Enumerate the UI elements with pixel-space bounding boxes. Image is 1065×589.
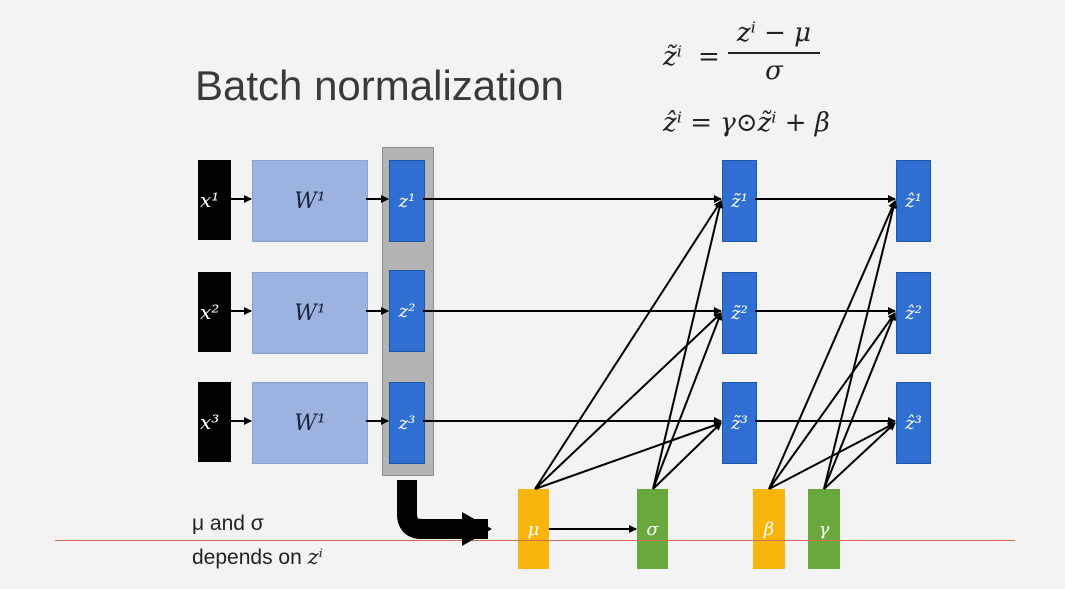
weight-w1-row3: W¹ xyxy=(252,382,368,464)
baseline-rule xyxy=(55,540,1015,541)
batch-to-mu-thick-arrow xyxy=(397,480,492,546)
arrow-beta-zhat1 xyxy=(768,200,896,490)
arrow-mu-ztilde1 xyxy=(534,200,722,490)
eq-normalize-numerator: zⁱ − μ xyxy=(728,18,820,54)
arrow-sigma-ztilde3 xyxy=(652,422,722,490)
z-hat-box-2: ẑ² xyxy=(896,272,931,354)
note-line-2-prefix: depends on xyxy=(192,546,308,569)
z-hat-box-3: ẑ³ xyxy=(896,382,931,464)
arrow-mu-ztilde3 xyxy=(534,421,722,490)
note-line-2: depends on zⁱ xyxy=(192,545,323,570)
eq-normalize-fraction: zⁱ − μ σ xyxy=(728,18,820,86)
input-x1: x¹ xyxy=(198,160,231,240)
arrow-gamma-zhat2 xyxy=(823,312,897,490)
input-x2: x² xyxy=(198,272,231,352)
slide-title: Batch normalization xyxy=(195,62,564,109)
beta-box: β xyxy=(753,489,785,569)
z-box-3: z³ xyxy=(389,382,425,464)
z-box-1: z¹ xyxy=(389,160,425,242)
input-x3: x³ xyxy=(198,382,231,462)
arrow-sigma-ztilde1 xyxy=(652,200,724,490)
note-line-1-text: μ and σ xyxy=(192,512,264,535)
sigma-box: σ xyxy=(637,489,668,569)
mu-box: μ xyxy=(518,489,549,569)
weight-w1-row2: W¹ xyxy=(252,272,368,354)
arrow-sigma-ztilde2 xyxy=(652,312,723,490)
arrow-gamma-zhat1 xyxy=(823,200,898,490)
arrow-mu-ztilde2 xyxy=(534,312,722,490)
arrow-beta-zhat2 xyxy=(768,312,896,490)
gamma-box: γ xyxy=(808,489,840,569)
note-line-1: μ and σ xyxy=(192,512,264,536)
weight-w1-row1: W¹ xyxy=(252,160,368,242)
eq-normalize-lhs: z̃ⁱ xyxy=(663,42,682,72)
arrow-gamma-zhat3 xyxy=(823,422,896,490)
eq-normalize-denominator: σ xyxy=(765,56,783,86)
note-line-2-var: zⁱ xyxy=(307,545,323,569)
z-tilde-box-3: z̃³ xyxy=(722,382,757,464)
z-tilde-box-2: z̃² xyxy=(722,272,757,354)
eq-scale-shift: ẑⁱ = γ⊙z̃ⁱ + β xyxy=(663,108,830,138)
eq-normalize-equals: = xyxy=(698,42,720,72)
